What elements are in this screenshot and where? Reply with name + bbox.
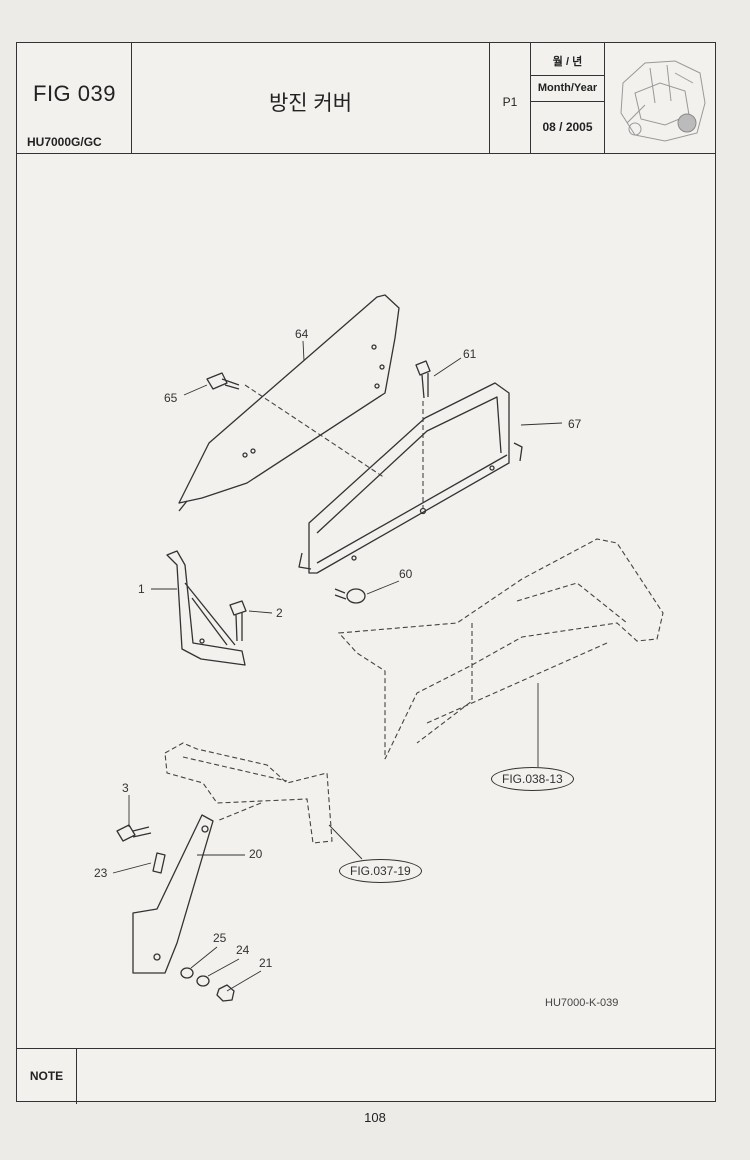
exploded-diagram: 64 61 65 67 1 2 60 3 20 23 25 24 21 FIG.… [17,153,717,1048]
bracket-1-part [166,550,246,666]
bolt-61-part [415,360,431,399]
date-value: 08 / 2005 [542,120,593,134]
fig-cell: FIG 039 HU7000G/GC [17,43,132,153]
drawing-code: HU7000-K-039 [545,997,619,1009]
date-label-en: Month/Year [531,75,604,102]
parts-sheet: FIG 039 HU7000G/GC 방진 커버 P1 월 / 년 Month/… [16,42,717,1104]
page-cell: P1 [490,43,531,153]
callout-23: 23 [94,866,108,880]
callout-64: 64 [295,327,309,341]
callout-20: 20 [249,847,263,861]
fig-038-13-reference: FIG.038-13 [491,767,574,791]
sheet-page: P1 [502,95,518,109]
callout-21: 21 [259,956,273,970]
bolt-3-part [116,824,152,842]
nut-21-part [216,984,235,1002]
pin-23-part [152,852,166,874]
title-cell: 방진 커버 [132,43,490,153]
bolt-65-part [206,372,240,390]
fig-number: FIG 039 [33,81,116,106]
thumbnail-cell [605,43,717,153]
callout-25: 25 [213,931,227,945]
fig-037-19-reference: FIG.037-19 [339,859,422,883]
date-label-kr: 월 / 년 [531,49,604,76]
model-code: HU7000G/GC [27,135,102,149]
washer-24-part [196,975,210,987]
callout-3: 3 [122,781,129,795]
callout-61: 61 [463,347,477,361]
knob-60-part [334,588,366,604]
parts-drawing [112,294,664,1002]
bolt-2-part [229,600,247,642]
callout-24: 24 [236,943,250,957]
page-number: 108 [364,1110,386,1125]
cover-panel-part [178,294,400,512]
callout-2: 2 [276,606,283,620]
page-title: 방진 커버 [268,92,353,115]
callout-60: 60 [399,567,413,581]
note-box: NOTE [17,1048,715,1104]
plate-20-part [132,814,214,974]
frame-67-part [298,382,523,574]
header-block: FIG 039 HU7000G/GC 방진 커버 P1 월 / 년 Month/… [17,43,715,154]
ref-bracket-037 [164,742,333,844]
callout-1: 1 [138,582,145,596]
callout-65: 65 [164,391,178,405]
note-label: NOTE [17,1049,77,1104]
machine-thumbnail [620,60,706,142]
washer-25-part [180,967,194,979]
ref-frame-038 [337,538,664,760]
callout-67: 67 [568,417,582,431]
date-cell: 월 / 년 Month/Year 08 / 2005 [531,43,605,153]
